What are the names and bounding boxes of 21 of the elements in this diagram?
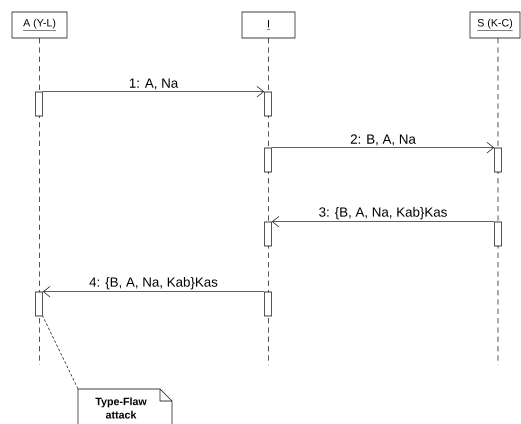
activation-bar (494, 148, 502, 172)
message-arrow (42, 86, 264, 98)
message-arrow (272, 216, 494, 228)
activation-bar (264, 148, 272, 172)
message-label: 1: A, Na (130, 78, 178, 90)
activation-bar (35, 292, 43, 316)
activation-bar (264, 92, 272, 116)
activation-bar (35, 92, 43, 116)
activation-bar (494, 222, 502, 246)
message-label: 2: B, A, Na (350, 134, 416, 146)
participant-box: I (242, 12, 296, 38)
activation-bar (264, 222, 272, 246)
activation-bar (264, 292, 272, 316)
leader-line (42, 316, 78, 390)
message-label: 4: {B, A, Na, Kab}Kas (89, 276, 218, 290)
participant-box: A (Y-L) (12, 12, 68, 38)
message-arrow (272, 142, 494, 154)
message-label: 3: {B, A, Na, Kab}Kas (319, 206, 447, 220)
participant-box: S (K-C) (470, 12, 520, 38)
message-arrow (42, 286, 264, 298)
note: Type-Flaw attack (78, 388, 172, 424)
